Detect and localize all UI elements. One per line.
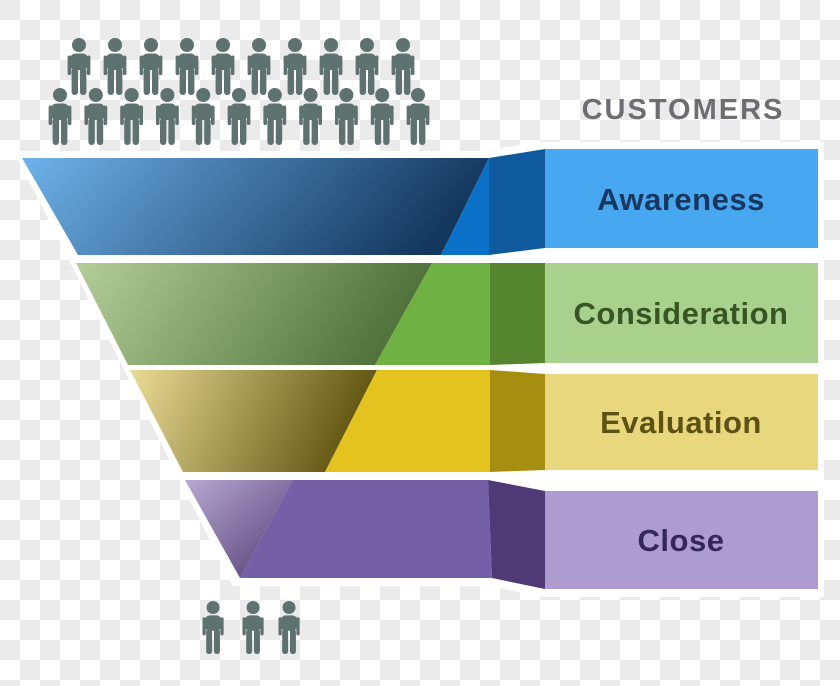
person-icon [120, 88, 143, 145]
funnel-stage-consideration: Consideration [76, 263, 818, 365]
person-icon [48, 88, 72, 145]
funnel-connector [490, 263, 545, 365]
person-icon [156, 88, 179, 145]
person-icon [335, 88, 358, 145]
label-bar-close [545, 491, 818, 589]
converted-customers-row [202, 601, 300, 655]
funnel-connector [489, 149, 545, 255]
person-icon [263, 88, 287, 145]
person-icon [370, 88, 394, 145]
label-text-awareness: Awareness [597, 182, 765, 217]
label-text-close: Close [638, 523, 725, 558]
customers-title: CUSTOMERS [582, 94, 785, 126]
funnel-fold [240, 480, 492, 578]
funnel-fold [325, 370, 490, 472]
person-icon [242, 601, 264, 655]
funnel-fold [441, 158, 489, 255]
label-text-consideration: Consideration [574, 296, 789, 331]
person-icon [103, 38, 127, 95]
person-icon [191, 88, 215, 145]
person-icon [84, 88, 108, 145]
funnel-body [185, 480, 293, 578]
person-icon [283, 38, 307, 95]
label-bar-awareness [545, 149, 818, 248]
person-icon [211, 38, 235, 95]
funnel-fold [375, 263, 490, 365]
person-icon [391, 38, 415, 95]
person-icon [67, 38, 91, 95]
person-icon [247, 38, 271, 95]
person-icon [319, 38, 343, 95]
person-icon [227, 88, 251, 145]
funnel-body [22, 158, 489, 255]
label-bar-evaluation [545, 374, 818, 470]
funnel-stage-close: Close [185, 480, 818, 589]
funnel-body [130, 370, 377, 472]
person-icon [202, 601, 224, 655]
funnel-stage-awareness: Awareness [22, 149, 818, 255]
funnel-body [76, 263, 432, 365]
funnel-stage-evaluation: Evaluation [130, 370, 818, 472]
crowd-row-top [67, 38, 415, 95]
label-text-evaluation: Evaluation [600, 405, 762, 440]
label-bar-consideration [545, 263, 818, 363]
crowd-row-second [48, 88, 430, 145]
funnel-connector [488, 480, 545, 589]
person-icon [278, 601, 300, 655]
person-icon [175, 38, 199, 95]
person-icon [139, 38, 163, 95]
person-icon [299, 88, 322, 145]
person-icon [355, 38, 379, 95]
funnel-connector [490, 370, 545, 472]
person-icon [406, 88, 430, 145]
